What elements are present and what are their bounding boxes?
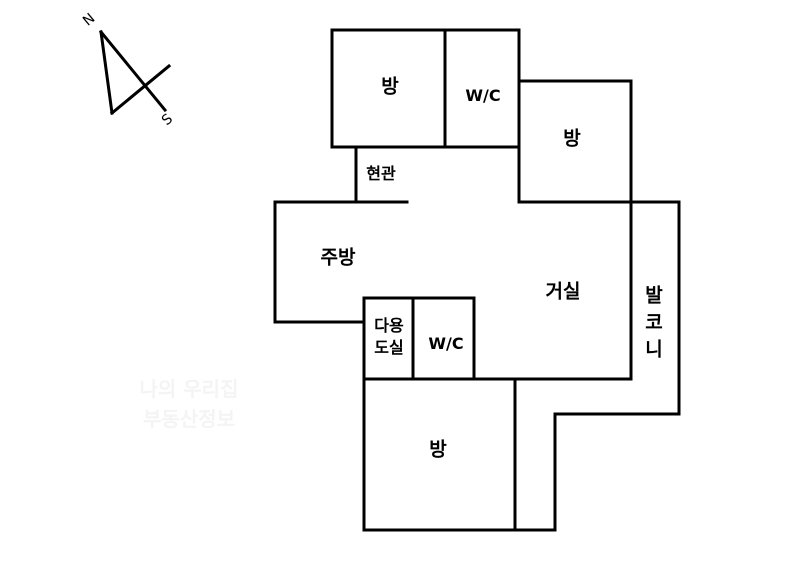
balcony-char-2: 코 [645, 311, 663, 334]
watermark: 나의 우리집 부동산정보 [100, 352, 278, 452]
living-room-label: 거실 [545, 280, 581, 303]
wc-top-label: W/C [465, 86, 501, 105]
entrance-label: 현관 [366, 164, 396, 183]
room-top-left-label: 방 [381, 75, 399, 98]
room-top-right-label: 방 [563, 127, 581, 150]
wc-bottom-label: W/C [428, 334, 464, 353]
kitchen-label: 주방 [320, 246, 356, 269]
watermark-line-2: 부동산정보 [143, 407, 235, 431]
utility-line-1: 다용 [374, 316, 404, 335]
room-bottom-label: 방 [429, 438, 447, 461]
utility-line-2: 도실 [374, 338, 404, 357]
walls [273, 28, 681, 532]
balcony-char-1: 발 [645, 284, 663, 307]
compass-icon [98, 29, 172, 116]
balcony-char-3: 니 [645, 338, 663, 361]
watermark-line-1: 나의 우리집 [139, 377, 239, 401]
